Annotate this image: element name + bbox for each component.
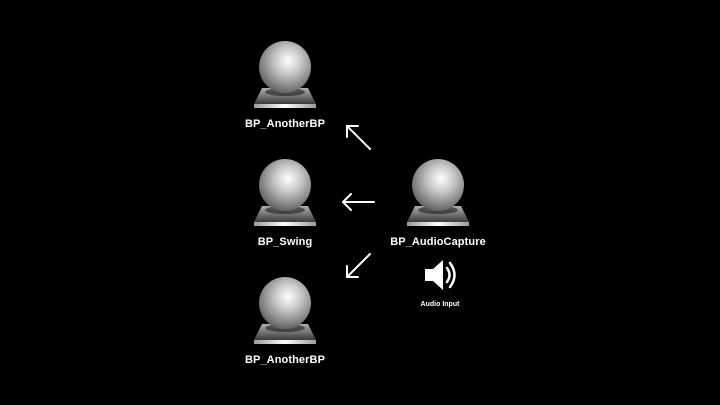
- actor-node-another-bp-bottom: BP_AnotherBP: [230, 276, 340, 366]
- node-label: BP_AnotherBP: [244, 354, 326, 366]
- actor-node-audio-capture: BP_AudioCapture: [383, 158, 493, 248]
- audio-input-label: Audio Input: [420, 301, 460, 308]
- node-label: BP_Swing: [257, 236, 313, 248]
- actor-sphere-icon: [254, 159, 316, 226]
- actor-node-another-bp-top: BP_AnotherBP: [230, 40, 340, 130]
- arrow-to-top-node: [346, 125, 371, 150]
- actor-sphere-icon: [254, 41, 316, 108]
- arrow-to-mid-node: [342, 193, 375, 211]
- actor-node-swing: BP_Swing: [230, 158, 340, 248]
- speaker-icon: [425, 260, 456, 290]
- node-label: BP_AudioCapture: [390, 236, 486, 248]
- actor-sphere-icon: [407, 159, 469, 226]
- actor-sphere-icon: [254, 277, 316, 344]
- arrow-to-bottom-node: [346, 253, 371, 278]
- audio-input: Audio Input: [410, 256, 470, 308]
- node-label: BP_AnotherBP: [244, 118, 326, 130]
